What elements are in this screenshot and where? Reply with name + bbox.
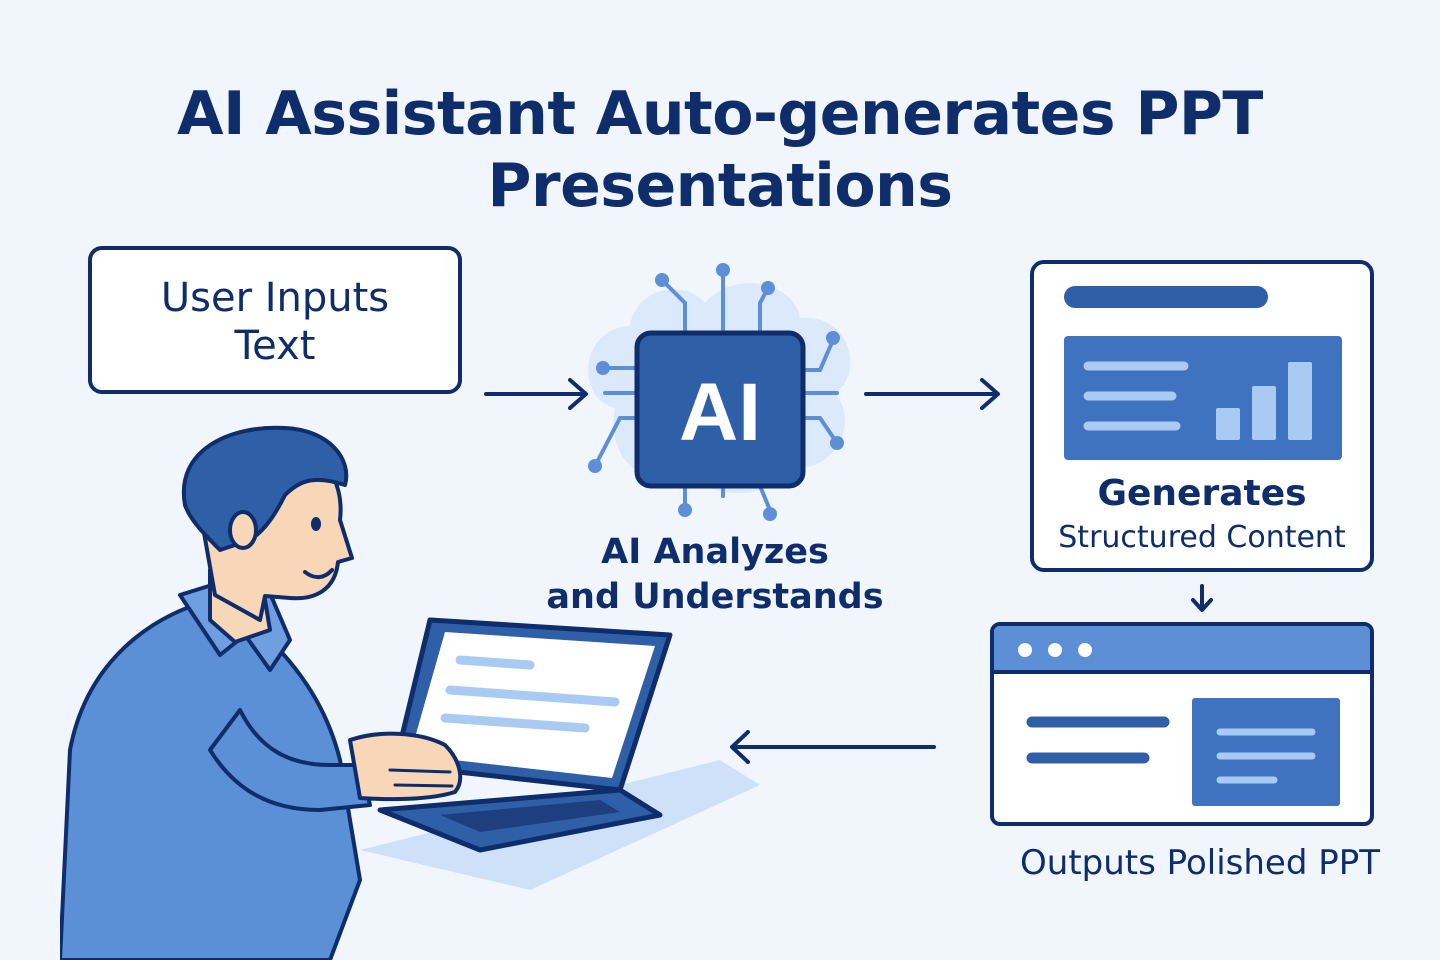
- arrow-right-icon: [484, 378, 588, 410]
- hair-shape: [181, 425, 349, 552]
- window-dot-icon: [1078, 643, 1092, 657]
- ai-chip-label: AI: [679, 367, 761, 458]
- hand-shape: [348, 731, 463, 802]
- ai-caption: AI Analyzes and Understands: [540, 530, 890, 620]
- person-laptop-illustration: [60, 425, 760, 960]
- generated-content-card: Generates Structured Content: [1030, 260, 1374, 572]
- generate-subtitle: Structured Content: [1058, 520, 1346, 555]
- bar-chart-icon: [1083, 361, 1312, 440]
- ai-caption-line-2: and Understands: [546, 577, 884, 617]
- slide-preview: [1026, 698, 1340, 806]
- ai-chip-icon: AI: [588, 263, 851, 521]
- title-line-2: Presentations: [487, 151, 953, 221]
- window-dot-icon: [1018, 643, 1032, 657]
- title-line-1: AI Assistant Auto-generates PPT: [177, 79, 1263, 149]
- generate-title: Generates: [1097, 473, 1307, 514]
- arrow-left-icon: [730, 730, 936, 764]
- slide-title-bar: [1064, 286, 1268, 308]
- output-ppt-window: [990, 622, 1374, 826]
- output-caption: Outputs Polished PPT: [1020, 843, 1380, 883]
- arrow-right-icon: [864, 378, 1000, 410]
- window-titlebar: [994, 626, 1370, 674]
- arrow-down-icon: [1191, 584, 1213, 612]
- page-title: AI Assistant Auto-generates PPT Presenta…: [0, 78, 1440, 222]
- window-dot-icon: [1048, 643, 1062, 657]
- slide-content-panel: [1064, 336, 1342, 460]
- ai-caption-line-1: AI Analyzes: [601, 532, 829, 572]
- user-input-line-2: Text: [234, 323, 316, 369]
- user-input-line-1: User Inputs: [160, 275, 390, 321]
- user-input-label: User Inputs Text: [92, 274, 458, 370]
- user-input-box: User Inputs Text: [88, 246, 462, 394]
